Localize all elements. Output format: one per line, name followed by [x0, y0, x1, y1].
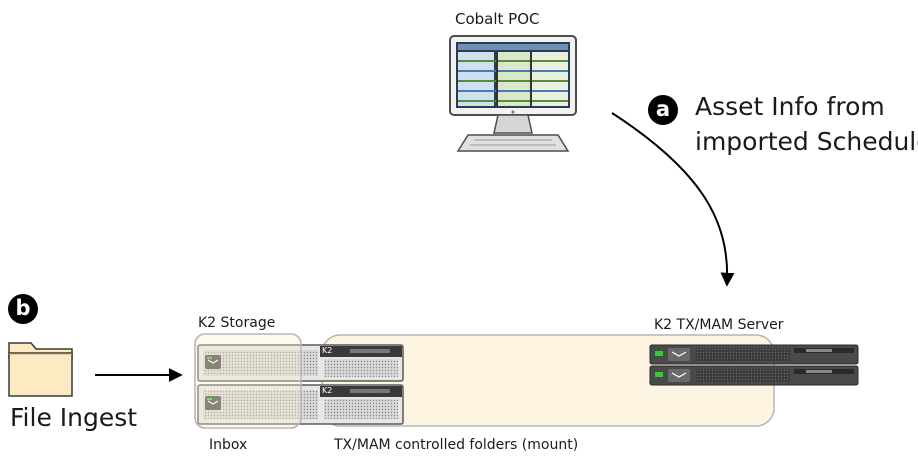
- inbox-label: Inbox: [209, 437, 248, 453]
- callout-a-text-line-1: Asset Info from: [695, 92, 885, 121]
- monitor-label: Cobalt POC: [455, 10, 540, 28]
- callout-a-badge: a: [648, 95, 678, 125]
- callout-a-text-line-2: imported Schedule: [695, 127, 918, 156]
- asset-info-arrow: [611, 112, 735, 287]
- server-label: K2 TX/MAM Server: [654, 317, 784, 333]
- k2-server-icon: [649, 344, 859, 386]
- storage-logo-bottom: K2: [322, 386, 333, 395]
- ingest-label: File Ingest: [10, 403, 138, 432]
- storage-label: K2 Storage: [198, 315, 276, 331]
- folders-label: TX/MAM controlled folders (mount): [334, 437, 579, 453]
- callout-b-badge: b: [8, 294, 38, 324]
- storage-logo-top: K2: [322, 346, 333, 355]
- inbox-region: [194, 333, 302, 429]
- folder-icon: [8, 342, 73, 397]
- monitor-icon: [449, 35, 577, 152]
